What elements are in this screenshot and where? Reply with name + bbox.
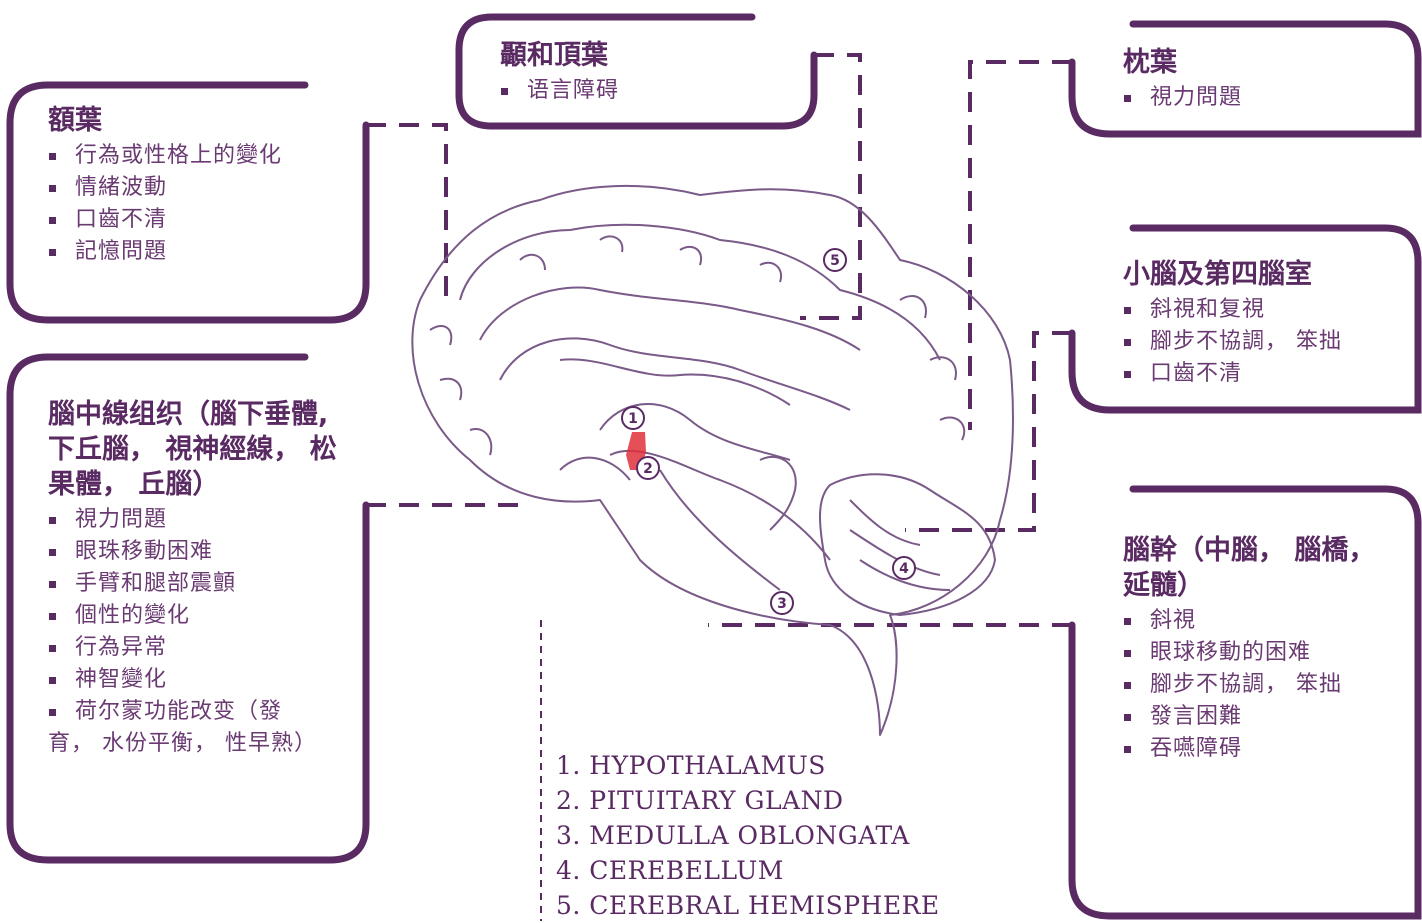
- legend-item: 4. CEREBELLUM: [556, 856, 784, 885]
- list-item: 眼珠移動困难: [48, 536, 348, 568]
- list-item: 腳步不協調， 笨拙: [1123, 669, 1403, 701]
- marker-1: [621, 406, 645, 430]
- cerebellum-panel: 小腦及第四腦室 斜視和复視 腳步不協調， 笨拙 口齒不清: [1123, 257, 1413, 390]
- list-item: 行為异常: [48, 632, 348, 664]
- brainstem-frame: [1068, 485, 1422, 920]
- legend-item: 2. PITUITARY GLAND: [556, 786, 844, 815]
- list-item: 斜視和复視: [1123, 294, 1413, 326]
- legend-item: 3. MEDULLA OBLONGATA: [556, 821, 910, 850]
- occipital-title: 枕葉: [1123, 47, 1177, 78]
- frontal-panel: 額葉 行為或性格上的變化 情緒波動 口齒不清 記憶問題: [48, 103, 338, 268]
- brainstem-panel: 腦幹（中腦， 腦橋， 延髓） 斜視 眼球移動的困难 腳步不協調， 笨拙 發言困難…: [1123, 533, 1403, 765]
- list-item: 腳步不協調， 笨拙: [1123, 326, 1413, 358]
- legend-item: 5. CEREBRAL HEMISPHERE: [556, 891, 940, 920]
- legend: 1. HYPOTHALAMUS 2. PITUITARY GLAND 3. ME…: [556, 748, 940, 923]
- list-item: 口齒不清: [48, 204, 338, 236]
- occipital-panel: 枕葉 視力問題: [1123, 45, 1403, 114]
- list-item: 記憶問題: [48, 236, 338, 268]
- list-item: 個性的變化: [48, 600, 348, 632]
- brain-markers: [621, 248, 916, 615]
- frontal-connector: [366, 123, 448, 300]
- brain-illustration: [411, 184, 1014, 736]
- list-item: 視力問題: [1123, 82, 1403, 114]
- cerebellum-title: 小腦及第四腦室: [1123, 259, 1312, 290]
- midline-frame: [6, 353, 370, 864]
- marker-2: [636, 456, 660, 480]
- list-item: 情緒波動: [48, 172, 338, 204]
- marker-5-label: 5: [830, 253, 840, 269]
- occipital-connector: [968, 60, 1072, 430]
- marker-1-label: 1: [628, 411, 638, 427]
- frontal-frame: [6, 81, 370, 324]
- list-item: 神智變化: [48, 664, 348, 696]
- frontal-title: 額葉: [48, 105, 102, 136]
- list-item: 吞嚥障碍: [1123, 733, 1403, 765]
- list-item: 语言障碍: [500, 75, 800, 107]
- list-item: 斜視: [1123, 605, 1403, 637]
- list-item: 行為或性格上的變化: [48, 140, 310, 172]
- temporal-parietal-list: 语言障碍: [500, 75, 800, 107]
- list-item: 口齒不清: [1123, 358, 1413, 390]
- temporal-parietal-frame: [455, 13, 818, 130]
- midline-title: 腦中線组织（腦下垂體, 下丘腦， 視神經線， 松果體， 丘腦）: [48, 399, 337, 500]
- list-item: 手臂和腿部震顫: [48, 568, 348, 600]
- frontal-list: 行為或性格上的變化 情緒波動 口齒不清 記憶問題: [48, 140, 338, 268]
- brainstem-title: 腦幹（中腦， 腦橋， 延髓）: [1123, 535, 1376, 601]
- temporal-connector: [800, 53, 862, 320]
- cerebellum-frame: [1068, 224, 1422, 414]
- list-item: 視力問題: [48, 504, 348, 536]
- marker-3-label: 3: [777, 596, 787, 612]
- occipital-frame: [1068, 20, 1422, 138]
- marker-3: [770, 591, 794, 615]
- temporal-parietal-title: 顳和頂葉: [500, 40, 608, 71]
- occipital-list: 視力問題: [1123, 82, 1403, 114]
- brainstem-list: 斜視 眼球移動的困难 腳步不協調， 笨拙 發言困難 吞嚥障碍: [1123, 605, 1403, 765]
- marker-5: [823, 248, 847, 272]
- marker-4-label: 4: [899, 561, 909, 577]
- midline-list: 視力問題 眼珠移動困难 手臂和腿部震顫 個性的變化 行為异常 神智變化 荷尔蒙功…: [48, 504, 348, 760]
- list-item: 眼球移動的困难: [1123, 637, 1403, 669]
- legend-item: 1. HYPOTHALAMUS: [556, 751, 826, 780]
- list-item: 發言困難: [1123, 701, 1403, 733]
- marker-2-label: 2: [643, 461, 653, 477]
- temporal-parietal-panel: 顳和頂葉 语言障碍: [500, 38, 800, 107]
- cerebellum-connector: [905, 331, 1072, 532]
- cerebellum-list: 斜視和复視 腳步不協調， 笨拙 口齒不清: [1123, 294, 1413, 390]
- marker-4: [892, 556, 916, 580]
- list-item: 荷尔蒙功能改变（發育， 水份平衡， 性早熟）: [48, 696, 316, 760]
- midline-panel: 腦中線组织（腦下垂體, 下丘腦， 視神經線， 松果體， 丘腦） 視力問題 眼珠移…: [48, 397, 348, 760]
